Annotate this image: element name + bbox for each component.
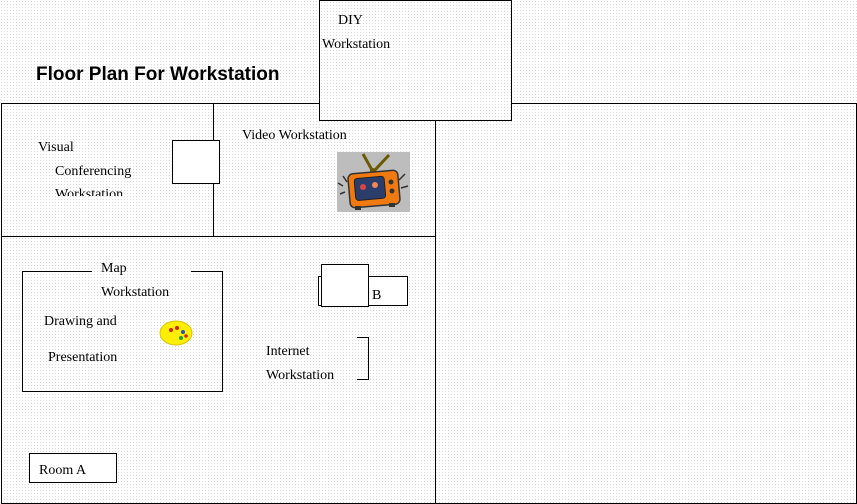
room-a-label: Room A [39,463,87,478]
map-label-2: Workstation [101,285,170,300]
visual-conferencing-desk [172,140,220,184]
internet-desk-bracket [357,337,369,380]
map-table-bottom [22,391,223,392]
internet-label-1: Internet [266,344,310,359]
room-b-desk [321,264,369,307]
map-label-1: Map [101,261,127,276]
visual-label-3: Workstation [55,187,124,196]
visual-label-1: Visual [38,140,74,155]
map-table-left [22,271,23,392]
wall-vertical-main [435,103,436,504]
map-table-top-right [191,271,223,272]
video-workstation-label: Video Workstation [242,128,347,143]
diy-workstation-box [319,0,512,121]
room-b-label: B [372,288,382,303]
drawing-label-2: Presentation [48,350,118,365]
drawing-label-1: Drawing and [44,314,117,329]
map-table-top-left [22,271,92,272]
page-title: Floor Plan For Workstation [36,64,280,85]
tv-icon [337,152,410,212]
diy-workstation-label-1: DIY [338,13,363,28]
room-a-box [29,453,117,483]
diy-workstation-label-2: Workstation [322,37,391,48]
wall-horizontal-left [1,236,436,237]
map-table-right [222,271,223,392]
visual-label-2: Conferencing [55,164,132,179]
palette-icon [159,320,193,346]
internet-label-2: Workstation [266,368,335,383]
